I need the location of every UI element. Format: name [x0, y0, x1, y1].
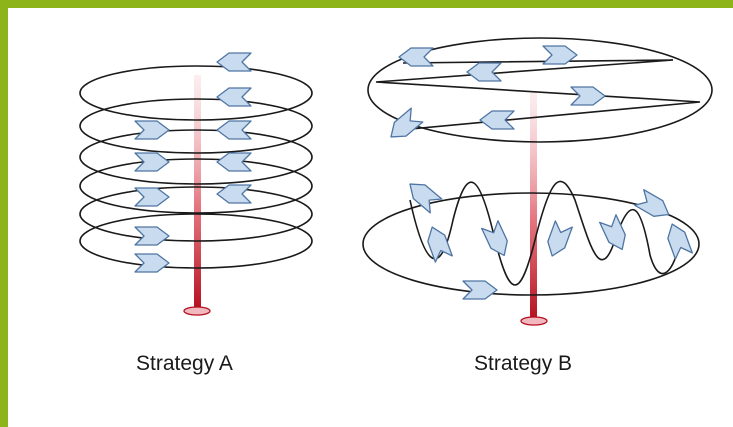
direction-arrow-icon — [427, 226, 453, 263]
direction-arrow-icon — [216, 87, 252, 107]
direction-arrow-icon — [570, 86, 606, 106]
strategy-b-lower-ellipse — [362, 192, 700, 296]
arrow-markers — [134, 45, 693, 300]
direction-arrow-icon — [479, 110, 515, 130]
direction-arrow-icon — [542, 45, 578, 65]
direction-arrow-icon — [462, 280, 498, 300]
direction-arrow-icon — [390, 107, 424, 138]
strategy-a-loop-2 — [79, 98, 313, 154]
direction-arrow-icon — [466, 62, 502, 82]
strategy-b-pole — [530, 92, 537, 320]
strategy-b-pole-base — [520, 316, 548, 326]
strategy-b-diagram — [362, 37, 713, 326]
strategy-b-zigzag-path — [375, 59, 701, 131]
strategy-b-wave-path — [409, 180, 681, 286]
direction-arrow-icon — [634, 189, 670, 217]
direction-arrow-icon — [409, 183, 443, 214]
direction-arrow-icon — [667, 223, 693, 260]
strategy-a-pole — [194, 75, 201, 310]
strategy-b-upper-ellipse — [367, 37, 713, 143]
direction-arrow-icon — [134, 253, 170, 273]
direction-arrow-icon — [216, 52, 252, 72]
direction-arrow-icon — [134, 226, 170, 246]
direction-arrow-icon — [398, 47, 434, 67]
direction-arrow-icon — [599, 214, 626, 251]
direction-arrow-icon — [216, 120, 252, 140]
strategy-a-loop-3 — [79, 129, 313, 185]
direction-arrow-icon — [134, 120, 170, 140]
strategy-a-loop-6 — [79, 213, 313, 269]
direction-arrow-icon — [134, 152, 170, 172]
direction-arrow-icon — [216, 184, 252, 204]
strategy-a-loop-1 — [79, 65, 313, 121]
direction-arrow-icon — [481, 220, 508, 257]
strategy-b-label: Strategy B — [474, 352, 573, 375]
strategy-a-diagram — [79, 65, 313, 316]
strategy-a-pole-base — [183, 306, 211, 316]
strategy-a-loop-5 — [79, 186, 313, 242]
direction-arrow-icon — [134, 187, 170, 207]
direction-arrow-icon — [216, 152, 252, 172]
strategy-a-loop-4 — [79, 158, 313, 214]
direction-arrow-icon — [547, 220, 573, 257]
strategy-a-label: Strategy A — [136, 352, 233, 375]
